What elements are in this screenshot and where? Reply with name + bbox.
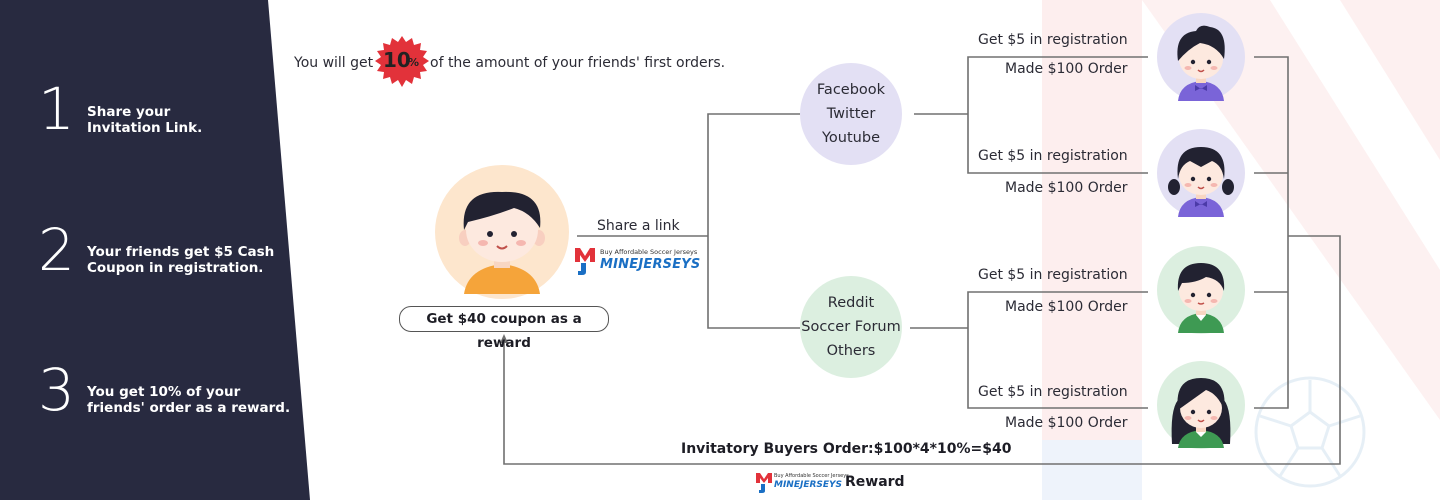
badge-unit: % (408, 56, 420, 69)
share-link-label: Share a link (597, 218, 680, 234)
step-3-text: You get 10% of your friends' order as a … (87, 384, 290, 416)
steps-sidebar (0, 0, 310, 500)
friend-1-registration: Get $5 in registration (978, 32, 1128, 48)
friend-3-avatar (1157, 246, 1245, 334)
bg-letter-stroke-left (1042, 0, 1142, 500)
channel-others: Others (826, 343, 876, 359)
friend-2-registration: Get $5 in registration (978, 148, 1128, 164)
logo-tagline: Buy Affordable Soccer Jerseys (600, 248, 698, 256)
step-2-text: Your friends get $5 Cash Coupon in regis… (87, 244, 274, 276)
bg-blue-block (1042, 440, 1142, 500)
bg-letter-stroke-right (1340, 0, 1440, 160)
step-1-text: Share your Invitation Link. (87, 104, 202, 136)
friend-4-registration: Get $5 in registration (978, 384, 1128, 400)
friend-3-registration: Get $5 in registration (978, 267, 1128, 283)
step-1-number: 1 (38, 75, 75, 143)
mj-logo-small-icon (756, 473, 772, 493)
step-3-line-2: friends' order as a reward. (87, 400, 291, 416)
logo-brand: MINEJERSEYS (600, 257, 701, 272)
friend-4-order: Made $100 Order (1005, 415, 1128, 431)
reward-formula: Invitatory Buyers Order:$100*4*10%=$40 (681, 441, 1012, 457)
arrow-up-icon (500, 334, 508, 343)
bg-letter-stroke-diagonal (1142, 0, 1440, 420)
channel-reddit: Reddit (827, 295, 875, 311)
channel-twitter: Twitter (826, 106, 876, 122)
ten-percent-badge (375, 36, 429, 87)
step-2-number: 2 (38, 216, 75, 284)
your-avatar (435, 165, 569, 299)
channel-forums-labels: Reddit Soccer Forum Others (790, 291, 912, 363)
bottom-logo-brand: MINEJERSEYS (774, 480, 843, 490)
headline-after: of the amount of your friends' first ord… (430, 55, 726, 71)
step-1-line-2: Invitation Link. (87, 120, 203, 136)
friend-1-avatar (1157, 13, 1245, 101)
mj-logo-icon (575, 248, 595, 275)
step-1-line-1: Share your (87, 104, 171, 120)
friend-4-avatar (1157, 361, 1245, 449)
step-2-line-1: Your friends get $5 Cash (87, 244, 275, 260)
channel-node-forums (800, 276, 902, 378)
brand-logo: Buy Affordable Soccer Jerseys MINEJERSEY… (573, 244, 713, 276)
channel-facebook: Facebook (816, 82, 886, 98)
channel-node-social (800, 63, 902, 165)
headline-before: You will get (294, 55, 374, 71)
bottom-logo-tagline: Buy Affordable Soccer Jerseys (774, 473, 849, 479)
reward-pill: Get $40 coupon as a reward (399, 306, 609, 351)
friend-2-avatar (1157, 129, 1245, 217)
friend-3-order: Made $100 Order (1005, 299, 1128, 315)
channel-social-labels: Facebook Twitter Youtube (798, 78, 904, 150)
reward-word: Reward (845, 474, 905, 490)
badge-number: 10 (383, 48, 411, 72)
channel-soccer-forum: Soccer Forum (801, 319, 901, 335)
step-3-number: 3 (38, 356, 75, 424)
soccer-ball-icon (1254, 376, 1366, 488)
bottom-brand-logo: Buy Affordable Soccer Jerseys MINEJERSEY… (755, 470, 849, 494)
friend-2-order: Made $100 Order (1005, 180, 1128, 196)
friend-1-order: Made $100 Order (1005, 61, 1128, 77)
step-3-line-1: You get 10% of your (87, 384, 241, 400)
channel-youtube: Youtube (822, 130, 880, 146)
step-2-line-2: Coupon in registration. (87, 260, 264, 276)
